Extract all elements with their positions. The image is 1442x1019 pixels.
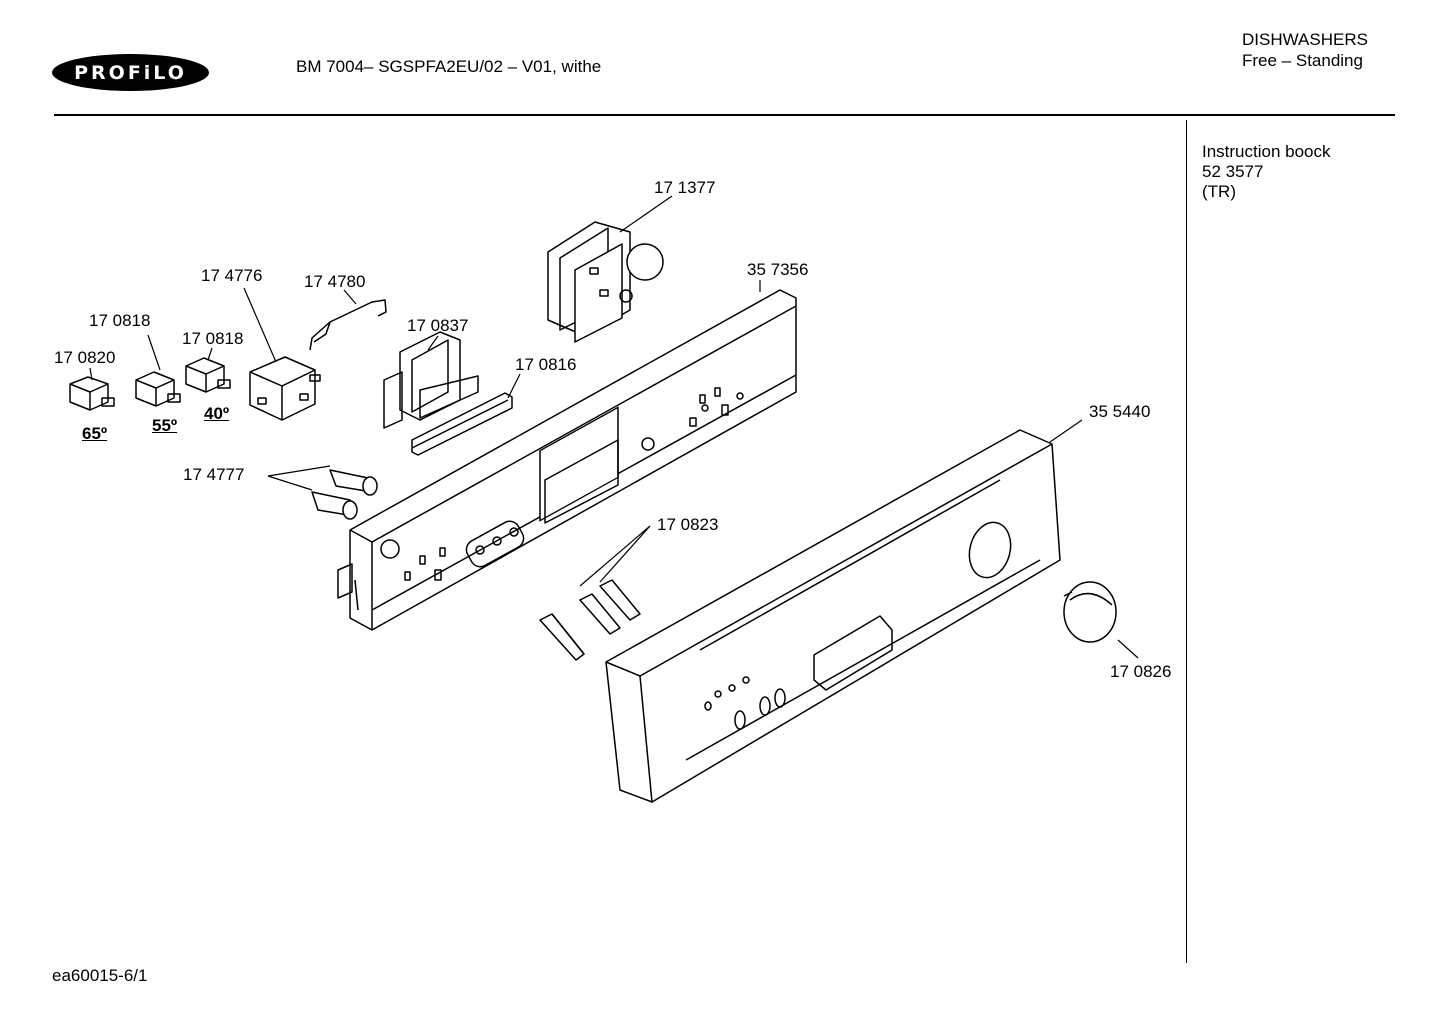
part-label-171377: 17 1377 <box>654 178 716 197</box>
temp-label-55: 55º <box>152 416 178 435</box>
part-label-174777: 17 4777 <box>183 465 245 484</box>
part-label-170823: 17 0823 <box>657 515 719 534</box>
push-buttons <box>539 579 641 661</box>
selector-knob <box>1063 581 1117 643</box>
switch-bracket <box>383 331 479 429</box>
relay-block <box>249 356 321 421</box>
instruction-book-number: 52 3577 <box>1202 162 1264 181</box>
part-label-170820: 17 0820 <box>54 348 116 367</box>
temp-label-40: 40º <box>204 404 230 423</box>
drawing-id: ea60015-6/1 <box>52 966 148 985</box>
wire-clip <box>309 299 387 351</box>
indicator-bar <box>411 392 513 456</box>
category-line-2: Free – Standing <box>1242 51 1363 70</box>
temp-label-65: 65º <box>82 424 108 443</box>
control-panel-frame <box>337 289 797 631</box>
model-title: BM 7004– SGSPFA2EU/02 – V01, withe <box>296 57 602 76</box>
switch-65 <box>69 376 115 411</box>
part-label-357356: 35 7356 <box>747 260 809 279</box>
instruction-book-language: (TR) <box>1202 182 1236 201</box>
sidebar-divider <box>1186 120 1187 963</box>
part-label-174776: 17 4776 <box>201 266 263 285</box>
timer-unit <box>547 221 664 343</box>
part-label-170826: 17 0826 <box>1110 662 1172 681</box>
appliance-category: DISHWASHERS Free – Standing <box>1242 29 1368 71</box>
instruction-book-info: Instruction boock 52 3577 (TR) <box>1202 142 1331 202</box>
header-divider <box>54 114 1395 116</box>
switch-40 <box>185 357 231 393</box>
part-label-174780: 17 4780 <box>304 272 366 291</box>
part-label-170816: 17 0816 <box>515 355 577 374</box>
leader-lines <box>89 195 1139 659</box>
instruction-book-label: Instruction boock <box>1202 142 1331 161</box>
front-fascia <box>605 429 1061 803</box>
part-label-170818-a: 17 0818 <box>89 311 151 330</box>
indicator-lamps <box>311 469 378 520</box>
part-label-355440: 35 5440 <box>1089 402 1151 421</box>
part-label-170837: 17 0837 <box>407 316 469 335</box>
switch-55 <box>135 371 181 407</box>
brand-logo: PROFiLO <box>52 54 209 91</box>
part-label-170818-b: 17 0818 <box>182 329 244 348</box>
category-line-1: DISHWASHERS <box>1242 30 1368 49</box>
